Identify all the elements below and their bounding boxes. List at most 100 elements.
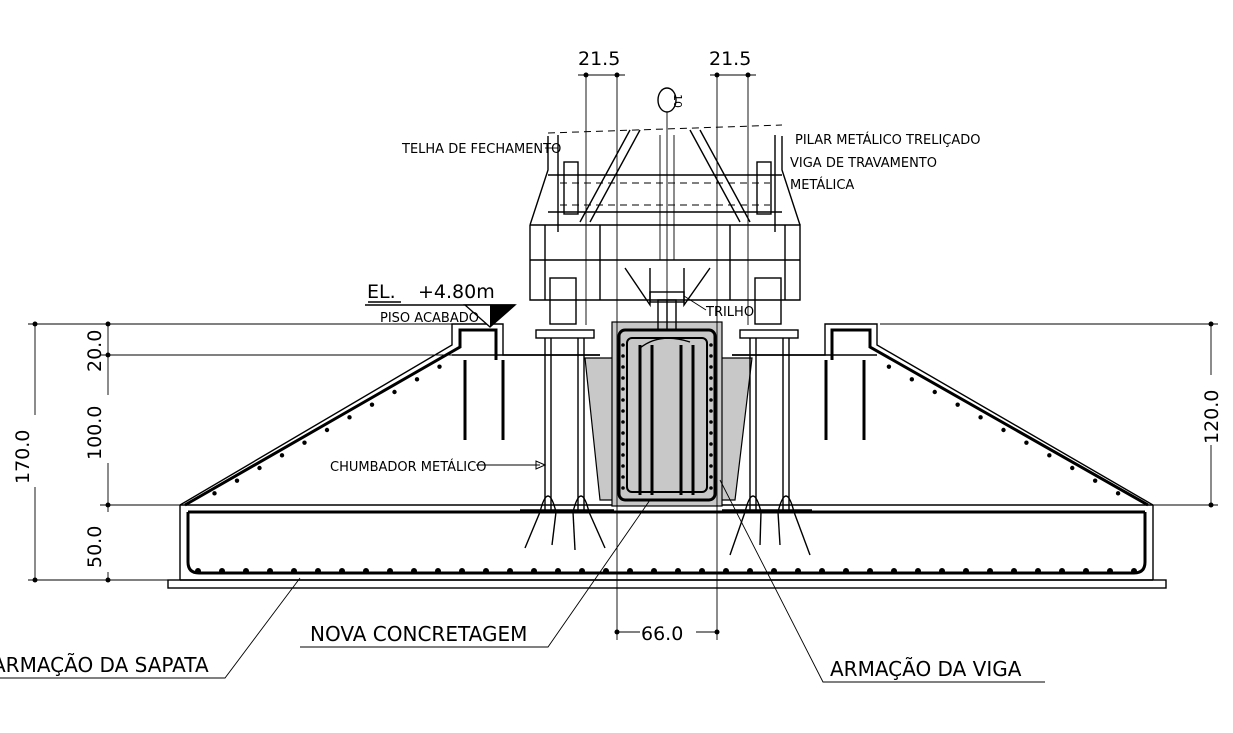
bottom-rebar-dot — [675, 568, 681, 574]
bottom-rebar-dot — [651, 568, 657, 574]
bottom-rebar-dot — [795, 568, 801, 574]
slope-rebar-dot — [955, 402, 960, 407]
beam-rebar-dot — [709, 409, 713, 413]
bottom-rebar-dot — [1107, 568, 1113, 574]
bottom-rebar-dot — [987, 568, 993, 574]
leaders — [0, 479, 1045, 683]
elevation-prefix: EL. — [367, 281, 396, 303]
bottom-rebar-dot — [267, 568, 273, 574]
beam-rebar-dot — [621, 376, 625, 380]
beam-rebar-dot — [621, 343, 625, 347]
dim-21-5-right: 21.5 — [709, 48, 751, 70]
slope-rebar-dot — [369, 402, 375, 407]
new-concrete-pour — [584, 321, 753, 507]
beam-rebar-dot — [621, 475, 625, 479]
slope-rebar-dot — [234, 478, 240, 483]
slope-rebar-dot — [437, 364, 442, 369]
right-dimension — [880, 321, 1220, 508]
bottom-rebar-dot — [411, 568, 417, 574]
bottom-rebar-dot — [1131, 568, 1137, 574]
slope-rebar-dot — [1001, 427, 1006, 433]
bottom-rebar-dot — [339, 568, 345, 574]
bottom-rebar-dot — [435, 568, 441, 574]
beam-rebar-dot — [709, 475, 713, 479]
bottom-rebar-dot — [459, 568, 465, 574]
slope-rebar-dot — [1070, 465, 1075, 471]
bottom-rebar-dot — [363, 568, 369, 574]
dim-170: 170.0 — [12, 430, 34, 484]
bottom-rebar-dot — [915, 568, 921, 574]
dim-50: 50.0 — [84, 526, 106, 568]
bottom-rebar-dot — [819, 568, 825, 574]
slope-rebar-dot — [212, 491, 217, 496]
dim-21-5-left: 21.5 — [578, 48, 620, 70]
bottom-rebar-dot — [315, 568, 321, 574]
beam-rebar-dot — [709, 398, 713, 402]
beam-rebar-dot — [621, 387, 625, 391]
viga-travamento-label-2: METÁLICA — [790, 177, 854, 193]
slope-rebar-dot — [1047, 453, 1052, 458]
dim-100: 100.0 — [84, 406, 106, 460]
armacao-sapata-label: ARMAÇÃO DA SAPATA — [0, 653, 209, 677]
dim-66: 66.0 — [641, 623, 683, 645]
slope-rebar-dot — [1115, 491, 1121, 496]
beam-rebar-dot — [709, 387, 713, 391]
beam-rebar-dot — [709, 453, 713, 457]
slope-rebar-dot — [302, 440, 307, 445]
beam-rebar-dot — [709, 343, 713, 347]
slope-rebar-dot — [1024, 440, 1029, 445]
grid-marker-label: 10 — [671, 94, 684, 108]
bottom-rebar-dot — [555, 568, 561, 574]
bottom-rebar-dot — [291, 568, 297, 574]
beam-rebar-dot — [621, 453, 625, 457]
dim-120: 120.0 — [1201, 390, 1223, 444]
bottom-rebar-dot — [195, 568, 201, 574]
nova-concretagem-label: NOVA CONCRETAGEM — [310, 622, 527, 646]
beam-rebar-dot — [621, 398, 625, 402]
bottom-rebar-dot — [531, 568, 537, 574]
beam-rebar-dot — [709, 464, 713, 468]
slope-rebar-dot — [347, 415, 352, 420]
bottom-rebar-dot — [627, 568, 633, 574]
slope-rebar-dot — [324, 427, 330, 433]
beam-rebar-dot — [621, 409, 625, 413]
bottom-rebar-dot — [867, 568, 873, 574]
bottom-rebar-dot — [579, 568, 585, 574]
slope-rebar-dot — [392, 389, 397, 395]
bottom-rebar-dot — [699, 568, 705, 574]
bottom-rebar-dot — [219, 568, 225, 574]
elevation-value: +4.80m — [418, 281, 495, 303]
bottom-rebar-dot — [723, 568, 729, 574]
slope-rebar-dots — [212, 364, 1121, 496]
bottom-rebar-dot — [747, 568, 753, 574]
bottom-rebar-dot — [891, 568, 897, 574]
beam-rebar-dot — [709, 486, 713, 490]
bottom-rebar-dot — [1011, 568, 1017, 574]
trilho-label: TRILHO — [705, 305, 754, 320]
beam-rebar-dot — [621, 420, 625, 424]
pilar-label: PILAR METÁLICO TRELIÇADO — [795, 132, 981, 148]
beam-rebar-dot — [621, 442, 625, 446]
bottom-rebar-dot — [507, 568, 513, 574]
bottom-rebar-dot — [1083, 568, 1089, 574]
beam-rebar-dot — [709, 420, 713, 424]
beam-rebar-dot — [709, 376, 713, 380]
beam-rebar-dot — [621, 365, 625, 369]
beam-rebar-dot — [709, 442, 713, 446]
grid-marker: 10 — [657, 87, 684, 113]
bottom-rebar-dot — [771, 568, 777, 574]
dim-20: 20.0 — [84, 330, 106, 372]
slope-rebar-dot — [978, 415, 983, 420]
bottom-rebar-dot — [603, 568, 609, 574]
slope-rebar-dot — [279, 453, 285, 458]
bottom-rebar-dot — [387, 568, 393, 574]
slope-rebar-dot — [909, 377, 915, 382]
slope-rebar-dot — [932, 389, 937, 395]
anchor-bolts — [520, 277, 812, 556]
beam-rebar-dot — [709, 431, 713, 435]
bottom-rebar-dots — [195, 568, 1137, 574]
bottom-rebar-dot — [843, 568, 849, 574]
beam-rebar-dot — [621, 354, 625, 358]
beam-rebar-dot — [621, 464, 625, 468]
